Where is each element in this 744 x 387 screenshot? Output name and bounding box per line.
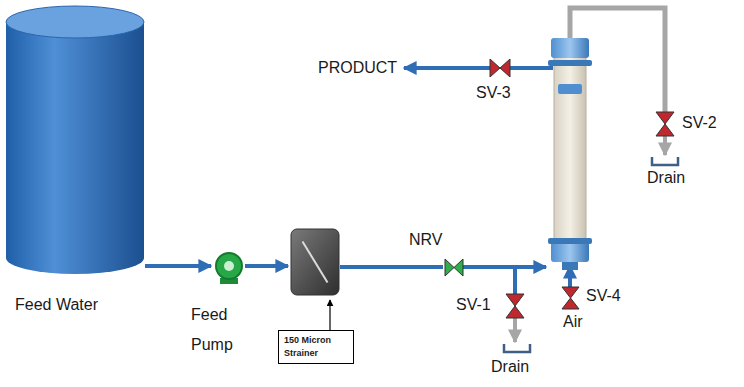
solenoid-valve: SV-2 [656,112,674,136]
valve-label: SV-1 [456,296,491,314]
drain-tray: Drain [503,344,531,353]
tank-label: Feed Water [15,296,98,314]
module-cap [551,242,589,262]
solenoid-valve: SV-4 [562,287,579,309]
solenoid-valve: SV-3 [490,59,510,77]
water-pipe [340,265,443,269]
feed-tank: Feed Water [5,6,145,274]
port-label: Air [563,313,583,331]
drain-pipe [513,318,517,342]
module-flange [548,238,592,244]
feed-pump-shape [213,252,245,284]
drain-pipe [663,136,667,155]
solenoid-valve-shape [506,294,524,318]
membrane-module [554,56,586,244]
drain-tray-shape [503,344,531,353]
leader-line [329,300,330,330]
non-return-valve: NRV [445,259,463,276]
drain-label: Drain [647,169,685,187]
strainer: 150 Micron Strainer [290,228,340,296]
product-label: PRODUCT [316,58,400,78]
drain-tray: Drain [651,157,679,166]
solenoid-valve-shape [656,112,674,136]
product-outlet: PRODUCT [316,58,400,78]
water-pipe [245,264,288,268]
water-pipe [404,66,490,70]
non-return-valve-shape [445,259,463,276]
drain-tray-shape [651,157,679,166]
feed-pipe [463,265,546,269]
solenoid-valve-shape [562,287,579,309]
valve-label: SV-3 [476,84,511,102]
valve-label: SV-2 [682,114,717,132]
module-flange [548,60,592,66]
water-pipe [145,264,211,268]
feed-tank-shape [5,6,145,274]
tee-pipe [513,267,517,294]
valve-label: SV-4 [586,287,621,305]
module-logo [558,84,582,94]
solenoid-valve-shape [490,59,510,77]
strainer-label: 150 Micron Strainer [278,330,354,364]
pump-label: Feed Pump [191,300,251,360]
valve-label: NRV [409,231,443,249]
module-cap [551,38,589,58]
solenoid-valve: SV-1 [506,294,524,318]
drain-label: Drain [491,358,529,376]
product-pipe [510,66,553,70]
strainer-shape [290,228,340,296]
feed-pump: Feed Pump [213,252,245,284]
module-port [562,262,578,270]
